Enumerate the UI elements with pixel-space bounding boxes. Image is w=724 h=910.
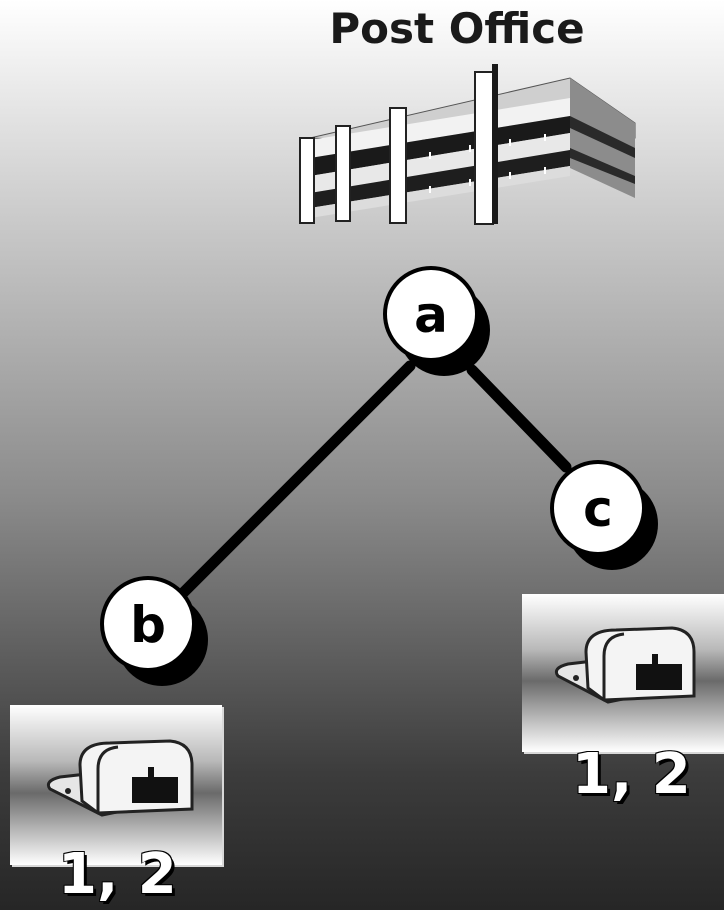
- post-office-building-icon: [299, 64, 636, 225]
- mailbox-icon: [46, 739, 194, 817]
- node-b-label: b: [130, 596, 166, 654]
- diagram-title: Post Office: [329, 4, 585, 53]
- mailbox-caption-b: 1, 2: [58, 842, 177, 907]
- node-b: b: [100, 576, 208, 686]
- mailbox-panel-c: [522, 594, 724, 752]
- mailbox-icon: [554, 626, 696, 704]
- node-c-label: c: [583, 480, 613, 538]
- mailbox-caption-c: 1, 2: [572, 742, 691, 807]
- node-a-label: a: [414, 286, 448, 344]
- edge-a-b: [176, 360, 416, 600]
- node-a: a: [383, 266, 490, 376]
- mailbox-panel-b: [10, 705, 222, 865]
- edge-a-c: [466, 364, 572, 473]
- node-c: c: [550, 460, 658, 570]
